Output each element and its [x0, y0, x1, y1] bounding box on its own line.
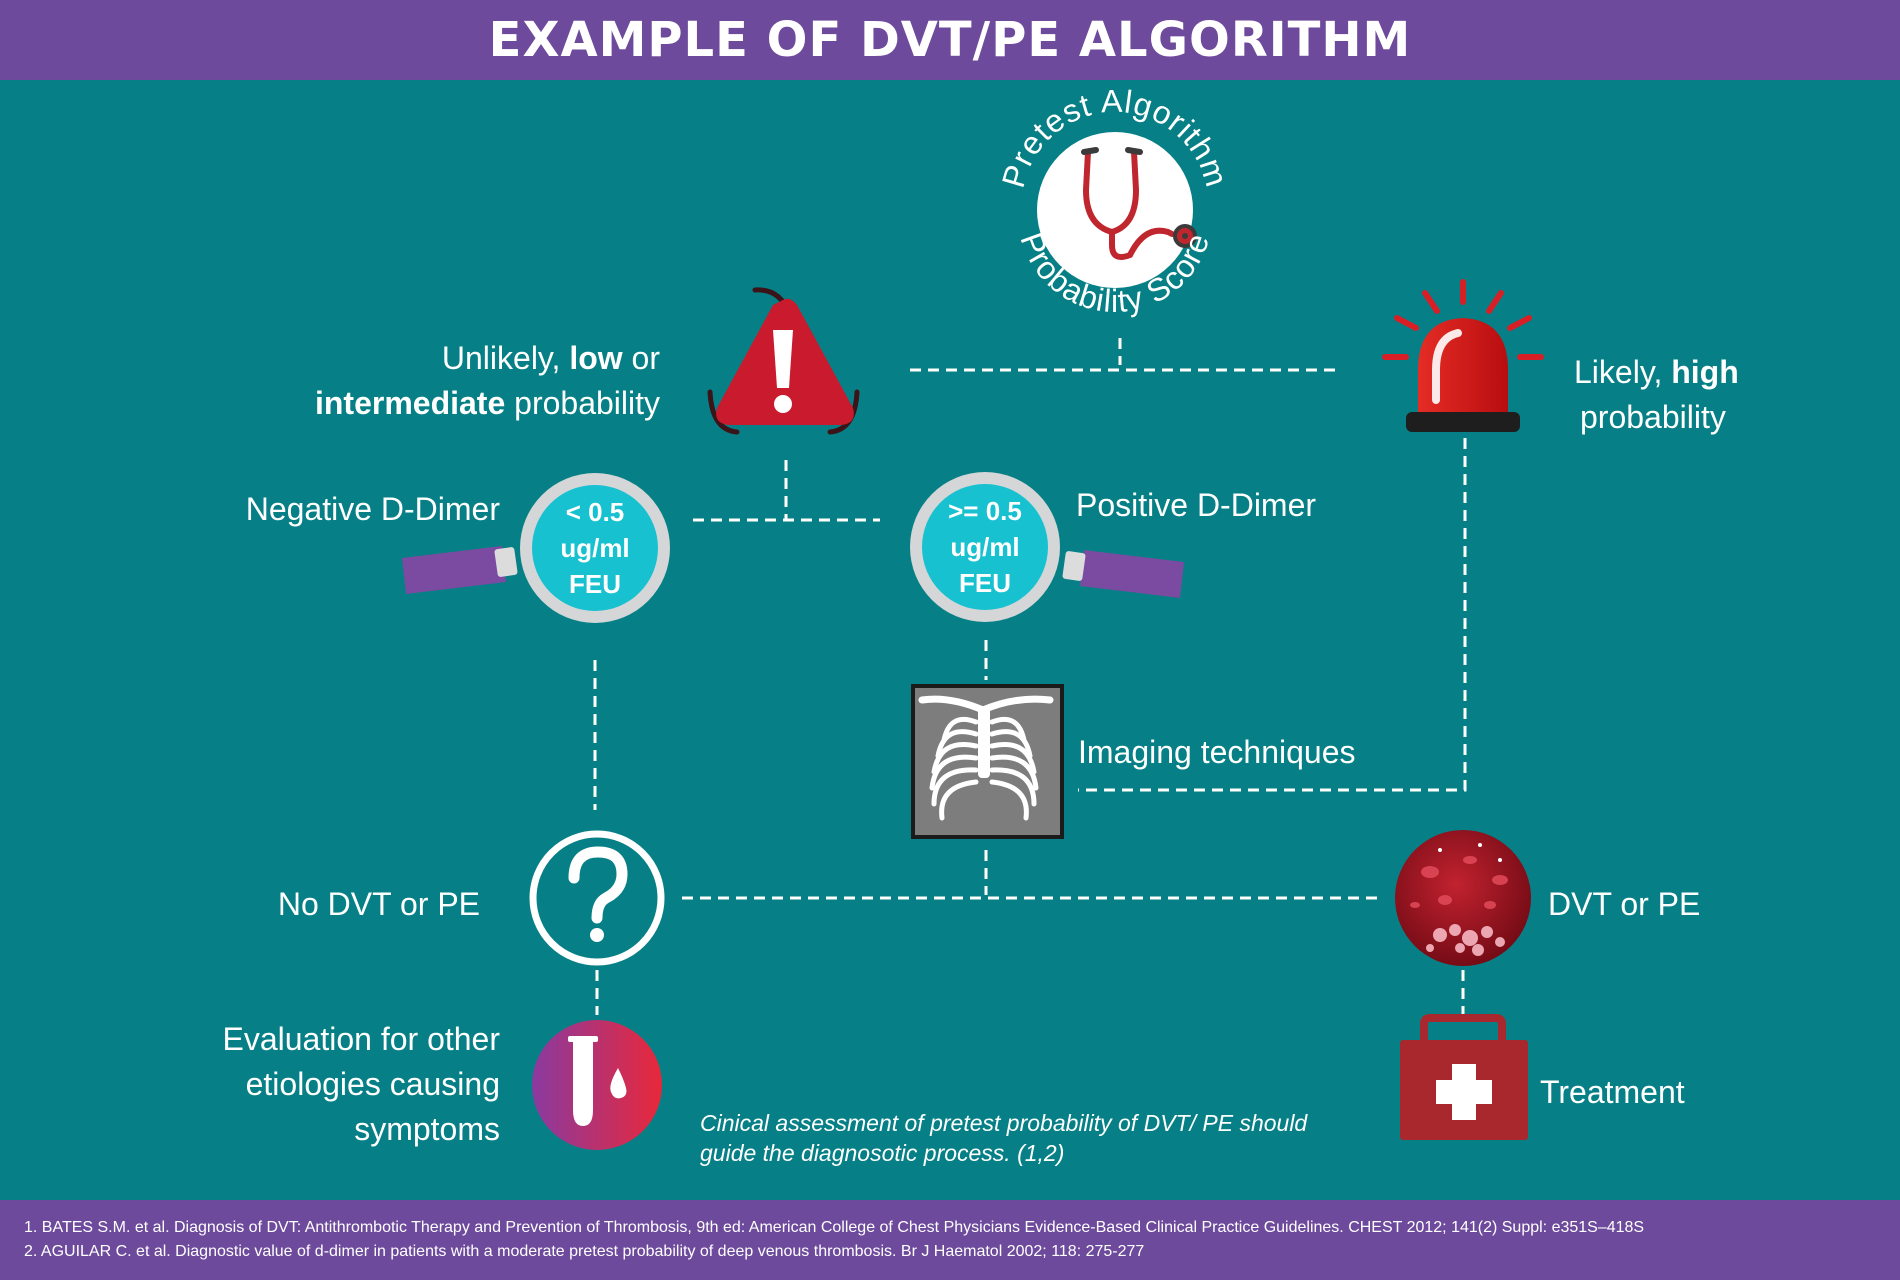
label-imaging: Imaging techniques [1078, 734, 1356, 770]
clinical-note: Cinical assessment of pretest probabilit… [700, 1110, 1308, 1166]
first-aid-kit-icon [1400, 1014, 1528, 1140]
negative-magnifier [402, 473, 670, 623]
alarm-siren-icon [1382, 279, 1544, 432]
positive-magnifier [910, 472, 1184, 622]
reference-2: 2. AGUILAR C. et al. Diagnostic value of… [24, 1243, 1145, 1260]
chest-xray-icon [911, 684, 1064, 839]
positive-threshold: >= 0.5 ug/ml FEU [948, 496, 1022, 598]
warning-triangle-icon [707, 287, 860, 435]
connector-lines [593, 338, 1467, 1015]
negative-threshold: < 0.5 ug/ml FEU [560, 497, 630, 599]
connector-high-imaging [1078, 438, 1467, 792]
page-title: EXAMPLE OF DVT/PE ALGORITHM [488, 12, 1412, 68]
test-tube-icon [532, 1020, 662, 1150]
pretest-badge: Pretest Algorithm Probability Score [995, 83, 1234, 319]
question-icon [529, 830, 665, 966]
references-footer: 1. BATES S.M. et al. Diagnosis of DVT: A… [0, 1200, 1900, 1280]
label-positive-ddimer: Positive D-Dimer [1076, 487, 1317, 523]
pretest-circle [1037, 132, 1193, 288]
label-low-probability: Unlikely, low or intermediate probabilit… [314, 340, 660, 421]
title-banner: EXAMPLE OF DVT/PE ALGORITHM [0, 0, 1900, 80]
label-treatment: Treatment [1540, 1074, 1685, 1110]
label-high-probability: Likely, high probability [1574, 354, 1739, 435]
label-evaluation: Evaluation for other etiologies causing … [222, 1021, 501, 1147]
label-no-dvt-pe: No DVT or PE [277, 886, 480, 922]
reference-1: 1. BATES S.M. et al. Diagnosis of DVT: A… [24, 1219, 1645, 1236]
label-negative-ddimer: Negative D-Dimer [245, 491, 500, 527]
stethoscope-icon [1081, 147, 1197, 260]
connector-pretest-branches [910, 338, 1340, 372]
connector-ddimer [693, 460, 880, 522]
label-dvt-pe: DVT or PE [1548, 886, 1701, 922]
blood-cells-icon [1395, 830, 1531, 966]
